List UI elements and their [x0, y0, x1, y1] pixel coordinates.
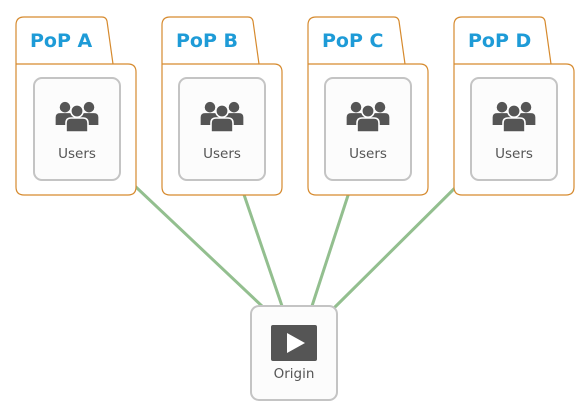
pop-b-users-node[interactable]: Users	[178, 77, 266, 181]
link-pop-d-origin	[333, 170, 473, 309]
pop-d-users-node[interactable]: Users	[470, 77, 558, 181]
users-icon	[492, 101, 536, 133]
pop-c-users-label: Users	[349, 146, 387, 162]
origin-node[interactable]: Origin	[250, 305, 338, 401]
link-pop-a-origin	[118, 170, 265, 309]
pop-a-title: PoP A	[30, 30, 93, 52]
play-icon	[271, 325, 317, 361]
link-pop-b-origin	[237, 178, 284, 308]
users-icon	[200, 101, 244, 133]
pop-c-users-node[interactable]: Users	[324, 77, 412, 181]
pop-a-users-label: Users	[58, 146, 96, 162]
pop-d-users-label: Users	[495, 146, 533, 162]
origin-label: Origin	[274, 366, 315, 382]
links	[118, 170, 473, 309]
pop-d-group: PoP D Users	[453, 16, 575, 196]
pop-d-title: PoP D	[468, 30, 531, 52]
pop-a-users-node[interactable]: Users	[33, 77, 121, 181]
pop-c-group: PoP C Users	[307, 16, 429, 196]
pop-b-users-label: Users	[203, 146, 241, 162]
pop-b-group: PoP B Users	[161, 16, 283, 196]
users-icon	[346, 101, 390, 133]
pop-a-group: PoP A Users	[15, 16, 137, 196]
pop-c-title: PoP C	[322, 30, 383, 52]
users-icon	[55, 101, 99, 133]
link-pop-c-origin	[310, 178, 355, 308]
pop-b-title: PoP B	[176, 30, 238, 52]
